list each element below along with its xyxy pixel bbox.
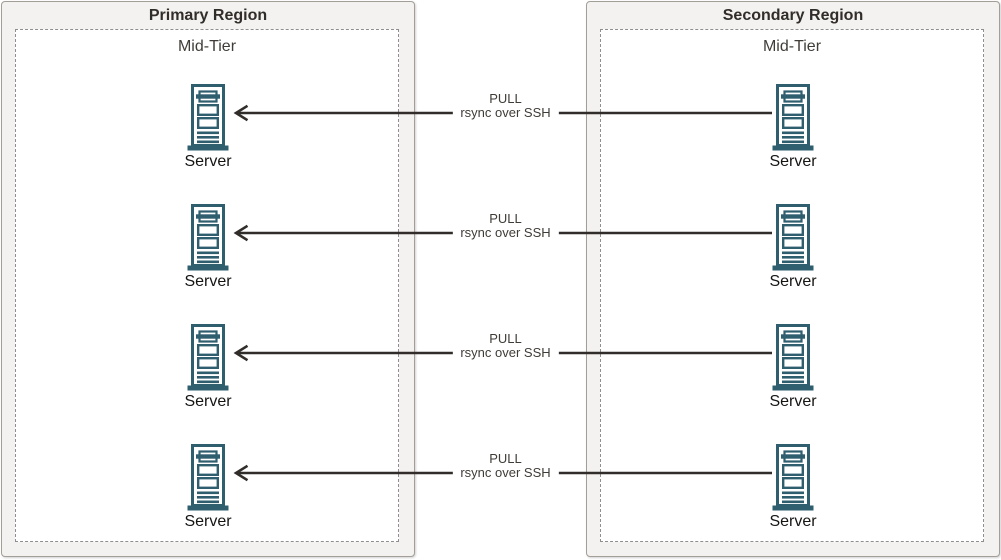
connection-label-line2: rsync over SSH (460, 465, 551, 480)
server-icon (187, 204, 229, 271)
server-label: Server (184, 513, 232, 530)
server-icon (187, 84, 229, 151)
server-label: Server (184, 273, 232, 290)
connection-label: PULL rsync over SSH (452, 91, 559, 120)
secondary-server-3: Server (751, 324, 835, 411)
secondary-midtier-box: Mid-Tier Server (600, 29, 984, 542)
server-icon (187, 444, 229, 511)
secondary-midtier-title: Mid-Tier (762, 38, 822, 55)
connection-label-line2: rsync over SSH (460, 105, 551, 120)
server-icon (772, 84, 814, 151)
primary-region-box: Primary Region Mid-Tier (1, 1, 415, 557)
server-label: Server (769, 153, 817, 170)
server-label: Server (769, 393, 817, 410)
connection-label: PULL rsync over SSH (452, 211, 559, 240)
secondary-server-2: Server (751, 204, 835, 291)
connection-label-line1: PULL (489, 451, 522, 466)
primary-server-1: Server (166, 84, 250, 171)
primary-region-title: Primary Region (148, 7, 268, 24)
connection-label-line1: PULL (489, 331, 522, 346)
server-icon (187, 324, 229, 391)
secondary-region-title: Secondary Region (722, 7, 864, 24)
secondary-server-4: Server (751, 444, 835, 531)
connection-label-line2: rsync over SSH (460, 225, 551, 240)
server-label: Server (184, 393, 232, 410)
connection-label: PULL rsync over SSH (452, 331, 559, 360)
connection-label-line2: rsync over SSH (460, 345, 551, 360)
primary-midtier-box: Mid-Tier Server (15, 29, 399, 542)
connection-label-line1: PULL (489, 91, 522, 106)
server-label: Server (769, 273, 817, 290)
primary-server-4: Server (166, 444, 250, 531)
primary-server-2: Server (166, 204, 250, 291)
connection-label-line1: PULL (489, 211, 522, 226)
server-icon (772, 444, 814, 511)
primary-server-3: Server (166, 324, 250, 411)
server-label: Server (184, 153, 232, 170)
server-icon (772, 204, 814, 271)
server-label: Server (769, 513, 817, 530)
secondary-server-1: Server (751, 84, 835, 171)
primary-midtier-title: Mid-Tier (177, 38, 237, 55)
server-icon (772, 324, 814, 391)
connection-label: PULL rsync over SSH (452, 451, 559, 480)
secondary-region-box: Secondary Region Mid-Tier (586, 1, 1000, 557)
